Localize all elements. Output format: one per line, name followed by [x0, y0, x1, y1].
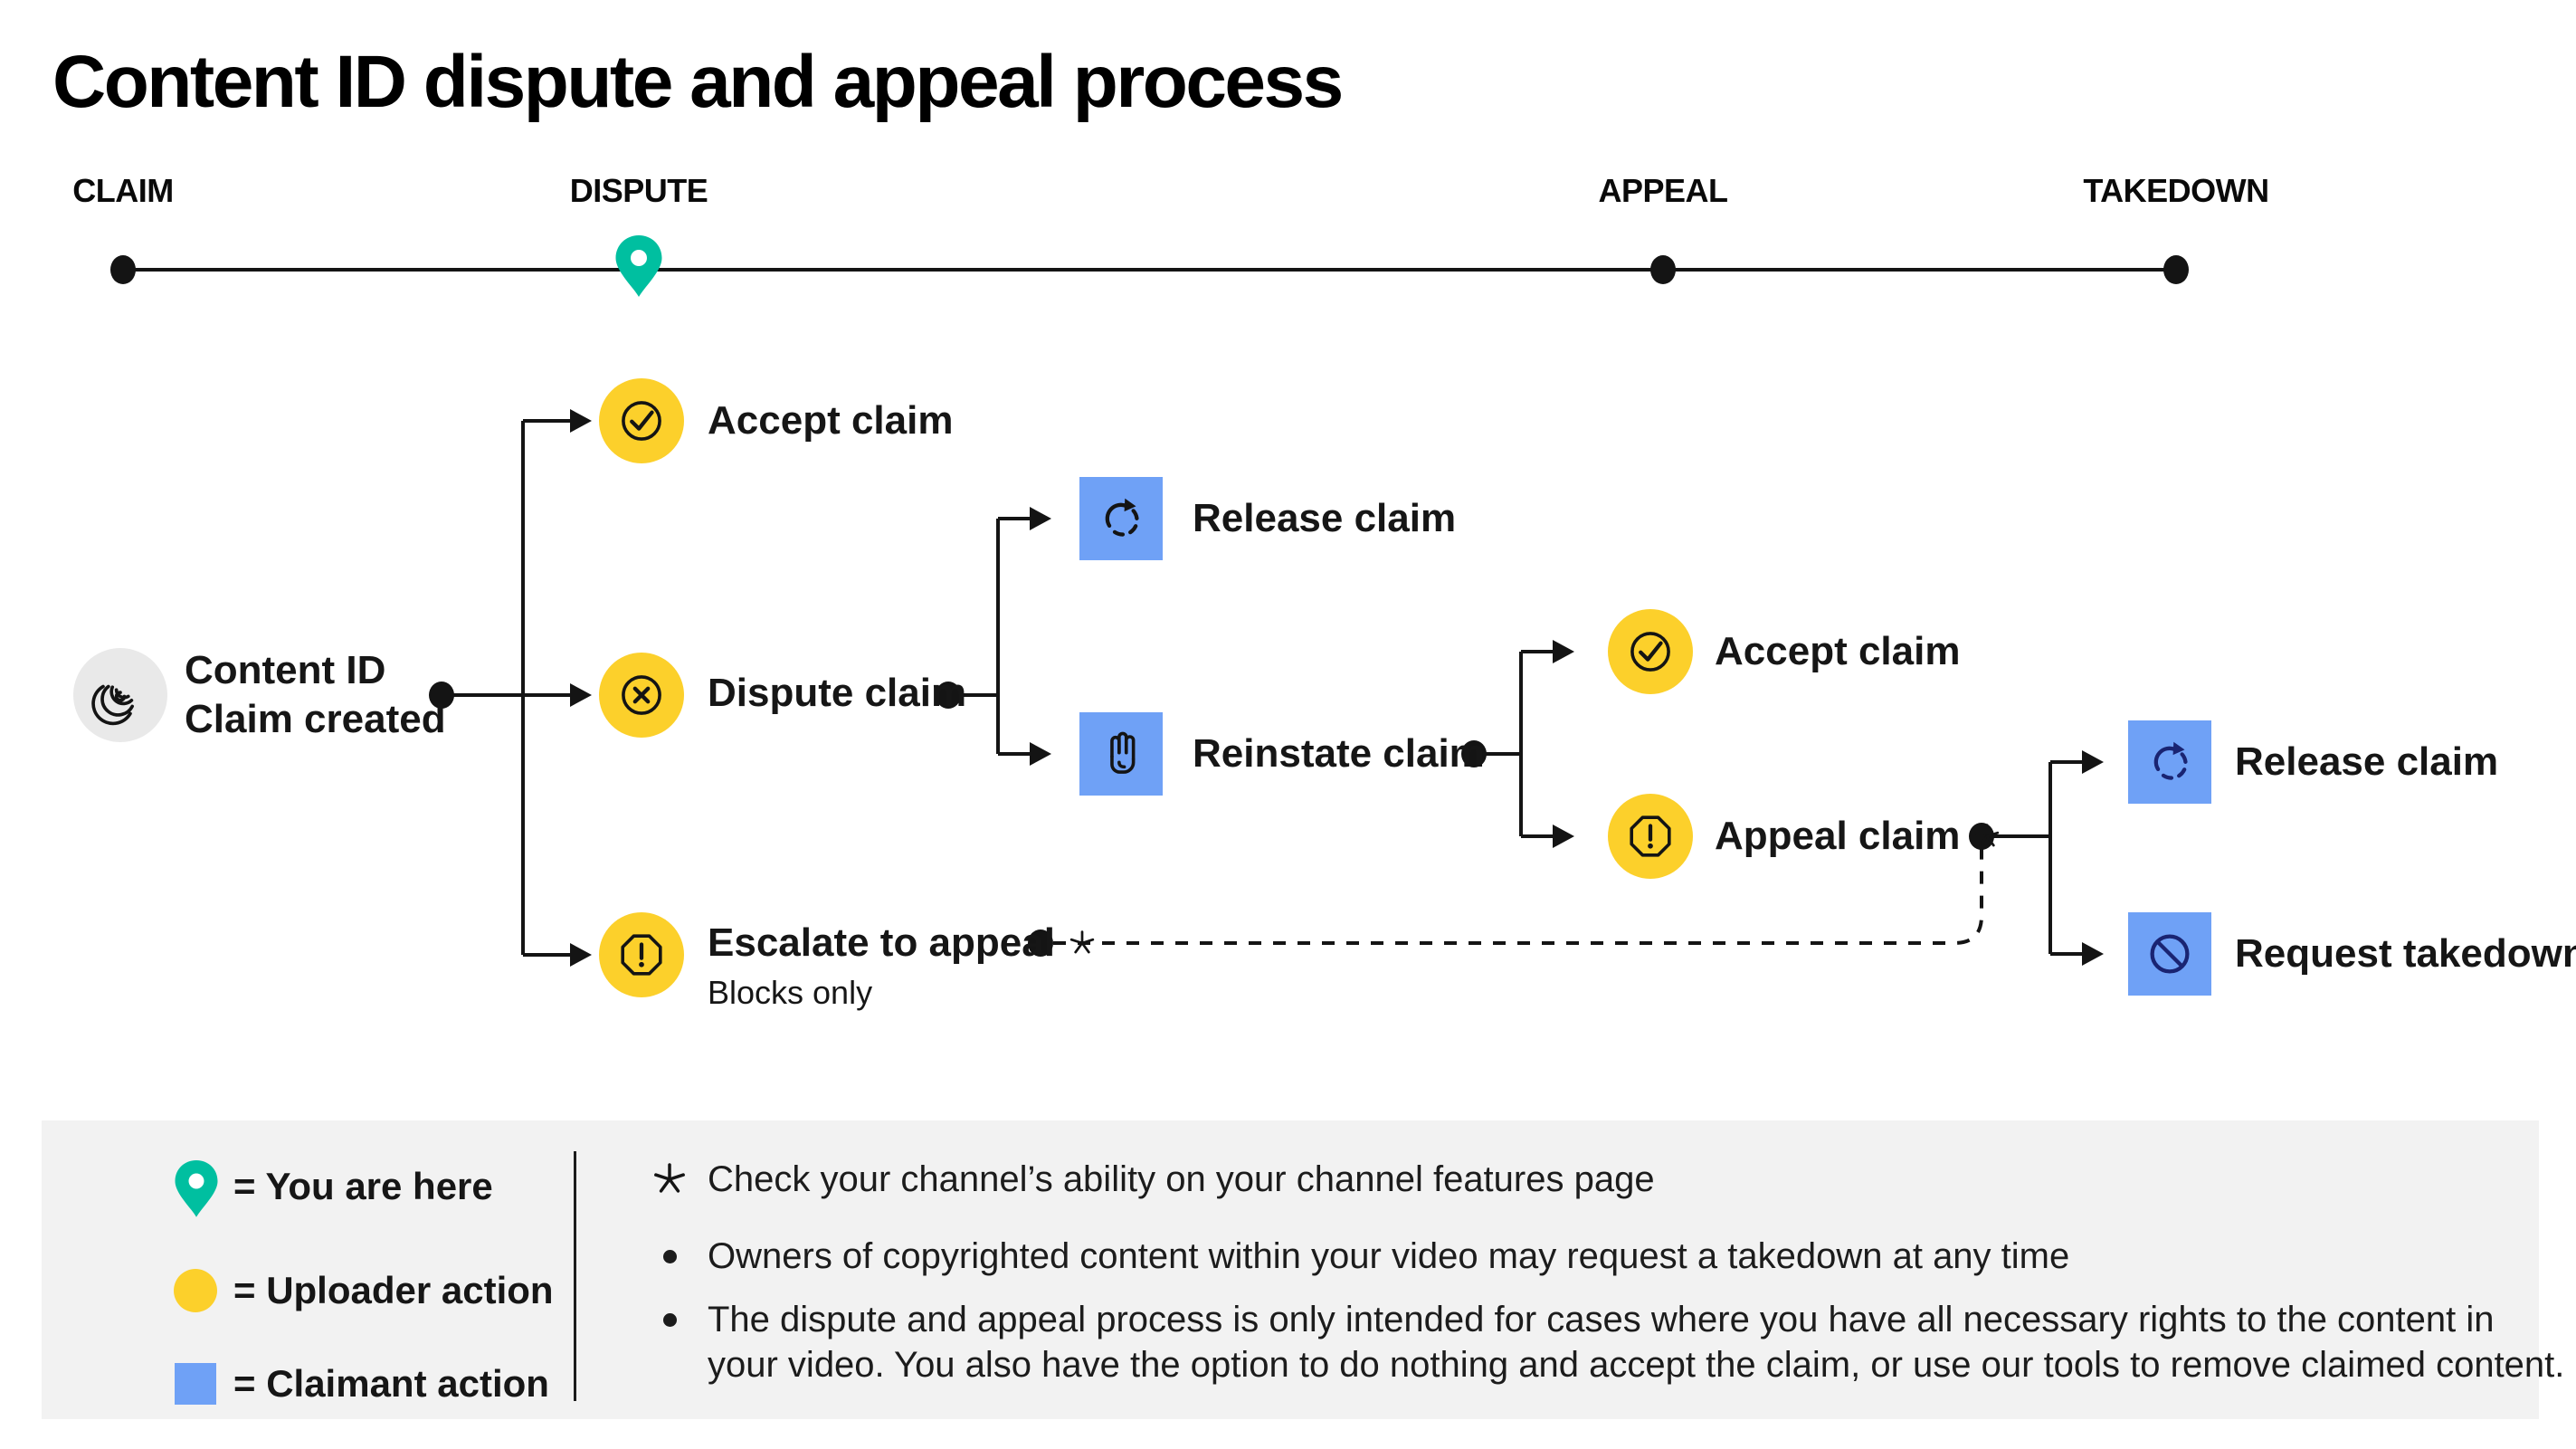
legend-panel — [42, 1120, 2539, 1419]
release-refresh-icon — [2153, 741, 2188, 780]
release-claim-node — [1079, 477, 1163, 560]
release-claim-2-label: Release claim — [2235, 739, 2499, 784]
reinstate-claim-label: Reinstate claim — [1193, 731, 1485, 776]
content-id-node — [73, 648, 167, 742]
release-claim-label: Release claim — [1193, 496, 1457, 540]
timeline-stage-dispute: DISPUTE — [569, 172, 708, 209]
you-are-here-pin-icon — [615, 235, 662, 297]
timeline-claim-dot — [110, 255, 136, 284]
page-title: Content ID dispute and appeal process — [52, 41, 1344, 123]
prohibition-icon — [2150, 934, 2190, 974]
bullet-icon — [663, 1250, 677, 1263]
dispute-claim-node — [599, 653, 684, 738]
octagon-alert-icon — [1630, 815, 1671, 857]
claimant-action-swatch — [175, 1363, 216, 1405]
uploader-action-swatch — [174, 1269, 217, 1312]
legend-you-are-here-label: = You are here — [233, 1165, 493, 1207]
appeal-claim-label: Appeal claim — [1715, 814, 2000, 859]
x-circle-icon — [622, 675, 661, 715]
request-takedown-label: Request takedown — [2235, 931, 2576, 976]
reinstate-claim-node — [1079, 712, 1163, 796]
release-refresh-icon — [1105, 498, 1139, 537]
escalate-sublabel: Blocks only — [708, 974, 873, 1011]
star-asterisk-icon — [1975, 824, 2000, 847]
check-circle-icon — [1630, 632, 1670, 672]
escalate-to-appeal-label: Escalate to appeal — [708, 920, 1095, 966]
appeal-claim-node — [1608, 794, 1693, 879]
footnote-dispute-intent: The dispute and appeal process is only i… — [708, 1300, 2565, 1385]
escalate-dashed-connector — [1053, 849, 1983, 945]
content-id-label: Content ID Claim created — [185, 648, 446, 741]
timeline-appeal-dot — [1650, 255, 1676, 284]
check-circle-icon — [622, 401, 661, 441]
footnote-takedown-anytime: Owners of copyrighted content within you… — [708, 1236, 2070, 1276]
accept-claim-node — [599, 378, 684, 463]
bullet-icon — [663, 1313, 677, 1327]
raised-hand-icon — [1110, 731, 1136, 774]
escalate-to-appeal-node — [599, 912, 684, 997]
request-takedown-node — [2128, 912, 2211, 996]
accept-claim-2-node — [1608, 609, 1693, 694]
octagon-alert-icon — [621, 934, 662, 976]
fingerprint-icon — [91, 684, 134, 726]
dispute-claim-label: Dispute claim — [708, 671, 967, 715]
release-claim-2-node — [2128, 720, 2211, 804]
timeline-takedown-dot — [2163, 255, 2189, 284]
legend-divider — [574, 1151, 576, 1401]
legend-claimant-action-label: = Claimant action — [233, 1362, 549, 1405]
accept-claim-label: Accept claim — [708, 398, 954, 443]
legend-uploader-action-label: = Uploader action — [233, 1269, 554, 1311]
timeline-stage-takedown: TAKEDOWN — [2083, 172, 2269, 209]
footnote-star-icon — [654, 1163, 685, 1193]
star-asterisk-icon — [1069, 930, 1095, 954]
timeline-stage-claim: CLAIM — [72, 172, 174, 209]
timeline-stage-appeal: APPEAL — [1598, 172, 1728, 209]
footnote-channel-features: Check your channel’s ability on your cha… — [708, 1159, 1655, 1199]
accept-claim-2-label: Accept claim — [1715, 629, 1961, 673]
